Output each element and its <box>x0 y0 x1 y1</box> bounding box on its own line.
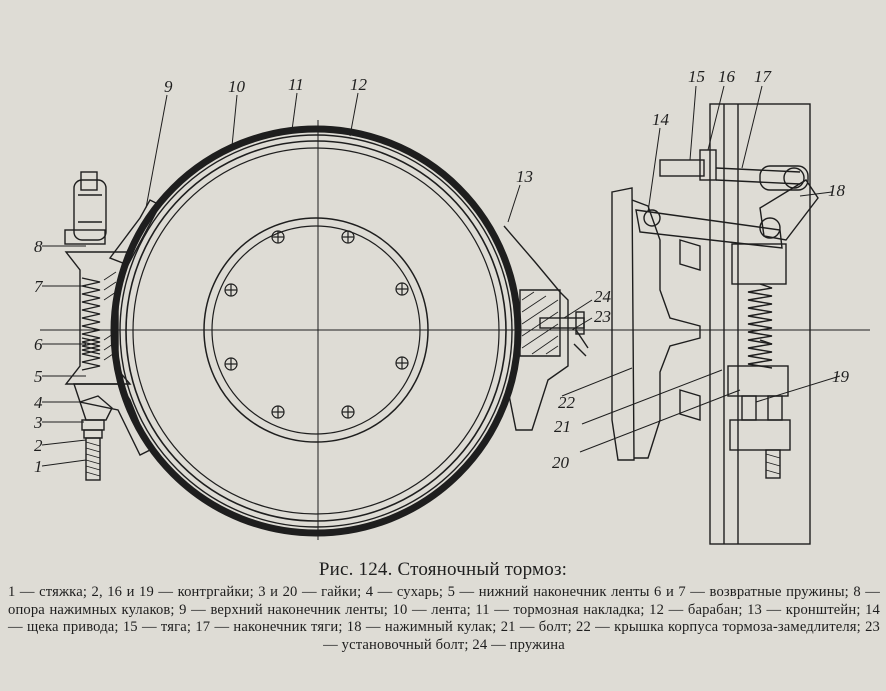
callout-24: 24 <box>594 287 612 306</box>
callout-4: 4 <box>34 393 43 412</box>
callout-20: 20 <box>552 453 570 472</box>
brake-side-section <box>611 103 819 545</box>
band-tensioner-assembly <box>64 171 161 481</box>
callout-14: 14 <box>652 110 670 129</box>
callout-21: 21 <box>554 417 571 436</box>
callout-15: 15 <box>688 67 705 86</box>
callout-11: 11 <box>288 75 304 94</box>
callout-23: 23 <box>594 307 611 326</box>
callout-16: 16 <box>718 67 736 86</box>
callout-1: 1 <box>34 457 43 476</box>
callout-6: 6 <box>34 335 43 354</box>
callout-12: 12 <box>350 75 368 94</box>
brake-drawing: 1 2 3 4 5 6 7 8 9 10 11 12 13 14 15 16 1… <box>33 67 870 545</box>
callout-5: 5 <box>34 367 43 386</box>
callout-10: 10 <box>228 77 246 96</box>
callout-7: 7 <box>34 277 44 296</box>
callout-labels: 1 2 3 4 5 6 7 8 9 10 11 12 13 14 15 16 1… <box>33 67 850 476</box>
callout-8: 8 <box>34 237 43 256</box>
figure-caption: Рис. 124. Стояночный тормоз: <box>318 559 568 580</box>
figure-legend: 1 — стяжка; 2, 16 и 19 — контргайки; 3 и… <box>8 584 880 653</box>
callout-19: 19 <box>832 367 850 386</box>
callout-18: 18 <box>828 181 846 200</box>
callout-9: 9 <box>164 77 173 96</box>
drum-bolt-holes <box>224 230 409 419</box>
callout-13: 13 <box>516 167 533 186</box>
brake-drum-front-view <box>40 120 870 540</box>
callout-leaders <box>41 85 841 467</box>
callout-17: 17 <box>754 67 773 86</box>
callout-2: 2 <box>34 436 43 455</box>
callout-22: 22 <box>558 393 576 412</box>
callout-3: 3 <box>33 413 43 432</box>
